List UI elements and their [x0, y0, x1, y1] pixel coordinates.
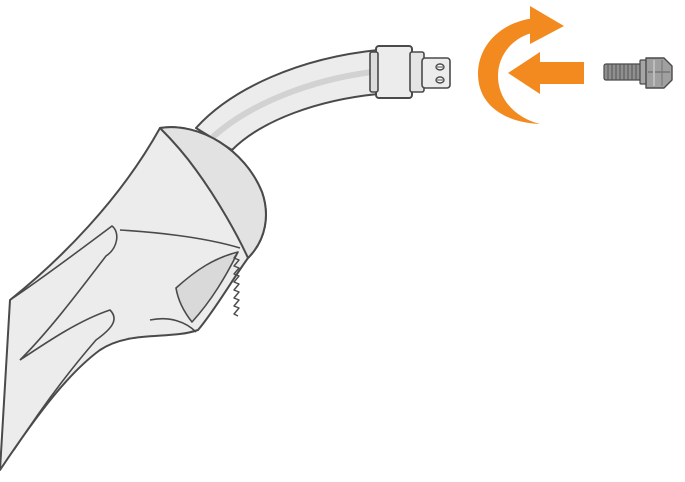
gooseneck-icon: [195, 49, 379, 151]
insert-arrow-icon: [508, 52, 584, 94]
rotate-clockwise-arrow-icon: [478, 6, 564, 124]
torch-handle-icon: [0, 126, 267, 471]
contact-tip-icon: [603, 57, 673, 89]
diffuser-adapter-icon: [369, 45, 451, 99]
